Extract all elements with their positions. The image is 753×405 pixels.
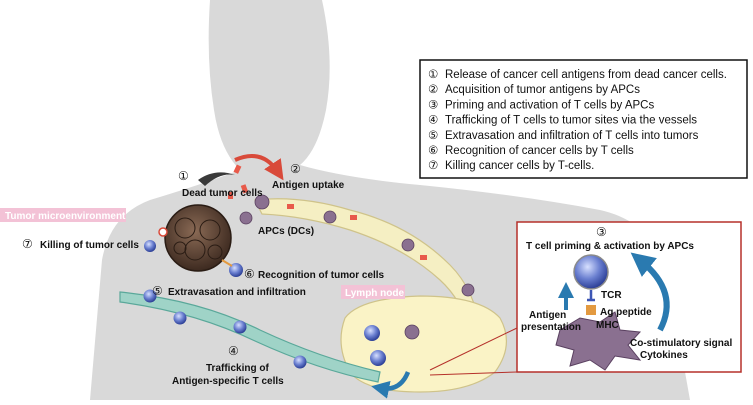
- legend-item-text: Killing cancer cells by T-cells.: [445, 160, 594, 172]
- inset-label-antigen: Antigen: [529, 310, 566, 321]
- tag-lymph-node: [341, 285, 405, 299]
- label-step7-number: ⑦: [22, 237, 33, 251]
- label-trafficking-line1: Trafficking of: [206, 363, 269, 374]
- label-dead-tumor-cells: Dead tumor cells: [182, 188, 263, 199]
- legend-item-text: Recognition of cancer cells by T cells: [445, 145, 634, 157]
- inset-t-cell-priming: [516, 221, 742, 373]
- lymph-node-t-cell: [370, 350, 386, 366]
- inset-step3-number: ③: [596, 225, 607, 239]
- label-trafficking-line2: Antigen-specific T cells: [172, 376, 284, 387]
- vessel-antigen: [287, 204, 294, 209]
- antigen-uptake-arrow: [234, 154, 284, 181]
- label-step6-number: ⑥: [244, 267, 255, 281]
- inset-label-tcr: TCR: [601, 290, 622, 301]
- legend-item-number: ①: [428, 69, 438, 81]
- inset-tcr: [587, 290, 595, 302]
- legend-item-text: Extravasation and infiltration of T cell…: [445, 130, 699, 142]
- label-step1-number: ①: [178, 169, 189, 183]
- label-antigen-uptake: Antigen uptake: [272, 180, 345, 191]
- legend-item-number: ⑥: [428, 145, 438, 157]
- costimulatory-arrow: [630, 252, 670, 332]
- t-cell-killing: [144, 240, 156, 252]
- inset-label-costimulatory: Co-stimulatory signal: [630, 338, 732, 349]
- tag-tumor-microenvironment: [0, 208, 126, 222]
- inset-label-presentation: presentation: [521, 322, 581, 333]
- inset-label-cytokines: Cytokines: [640, 350, 688, 361]
- inset-label-mhc: MHC: [596, 320, 619, 331]
- label-recognition: Recognition of tumor cells: [258, 270, 385, 281]
- legend-item-number: ④: [428, 115, 438, 127]
- legend-item-number: ②: [428, 84, 438, 96]
- legend-item-text: Acquisition of tumor antigens by APCs: [445, 84, 640, 96]
- label-step5-number: ⑤: [152, 284, 163, 298]
- inset-label-ag-peptide: Ag peptide: [600, 307, 652, 318]
- apc-cells: [239, 194, 475, 340]
- inset-connector: [429, 327, 518, 371]
- vessel-t-cells: [143, 289, 307, 369]
- legend-item-number: ⑦: [428, 160, 438, 172]
- label-extravasation: Extravasation and infiltration: [168, 287, 306, 298]
- legend-item-number: ③: [428, 99, 438, 111]
- label-step2-number: ②: [290, 162, 301, 176]
- label-killing-of-tumor-cells: Killing of tumor cells: [40, 240, 139, 251]
- label-tumor-microenvironment: Tumor microenvironment: [5, 211, 126, 222]
- inset-connector: [429, 371, 518, 376]
- legend-item-text: Trafficking of T cells to tumor sites vi…: [445, 115, 697, 127]
- tcr-link: [221, 259, 233, 267]
- lymph-node-t-cell: [364, 325, 380, 341]
- inset-title: T cell priming & activation by APCs: [526, 241, 694, 252]
- legend-item-text: Priming and activation of T cells by APC…: [445, 99, 654, 111]
- inset-mhc: [586, 305, 596, 315]
- legend: ① Release of cancer cell antigens from de…: [419, 59, 748, 179]
- vessel-antigen: [420, 255, 427, 260]
- legend-text: ① Release of cancer cell antigens from de…: [428, 69, 727, 172]
- label-lymph-node: Lymph node: [345, 288, 405, 299]
- vessel-antigen: [350, 215, 357, 220]
- inset-t-cell: [573, 254, 609, 290]
- tumor-mass: [158, 204, 232, 272]
- t-cell-recognizing: [229, 263, 243, 277]
- legend-box: [419, 59, 748, 179]
- legend-item-number: ⑤: [428, 130, 438, 142]
- dead-tumor-cell-fragment: [198, 172, 235, 186]
- released-antigens: [228, 164, 249, 199]
- legend-item-text: Release of cancer cell antigens from dea…: [445, 69, 727, 81]
- inset-apc: [555, 311, 642, 371]
- label-step4-number: ④: [228, 344, 239, 358]
- label-apcs-dcs: APCs (DCs): [258, 226, 314, 237]
- t-cell-egress-arrow: [371, 371, 411, 399]
